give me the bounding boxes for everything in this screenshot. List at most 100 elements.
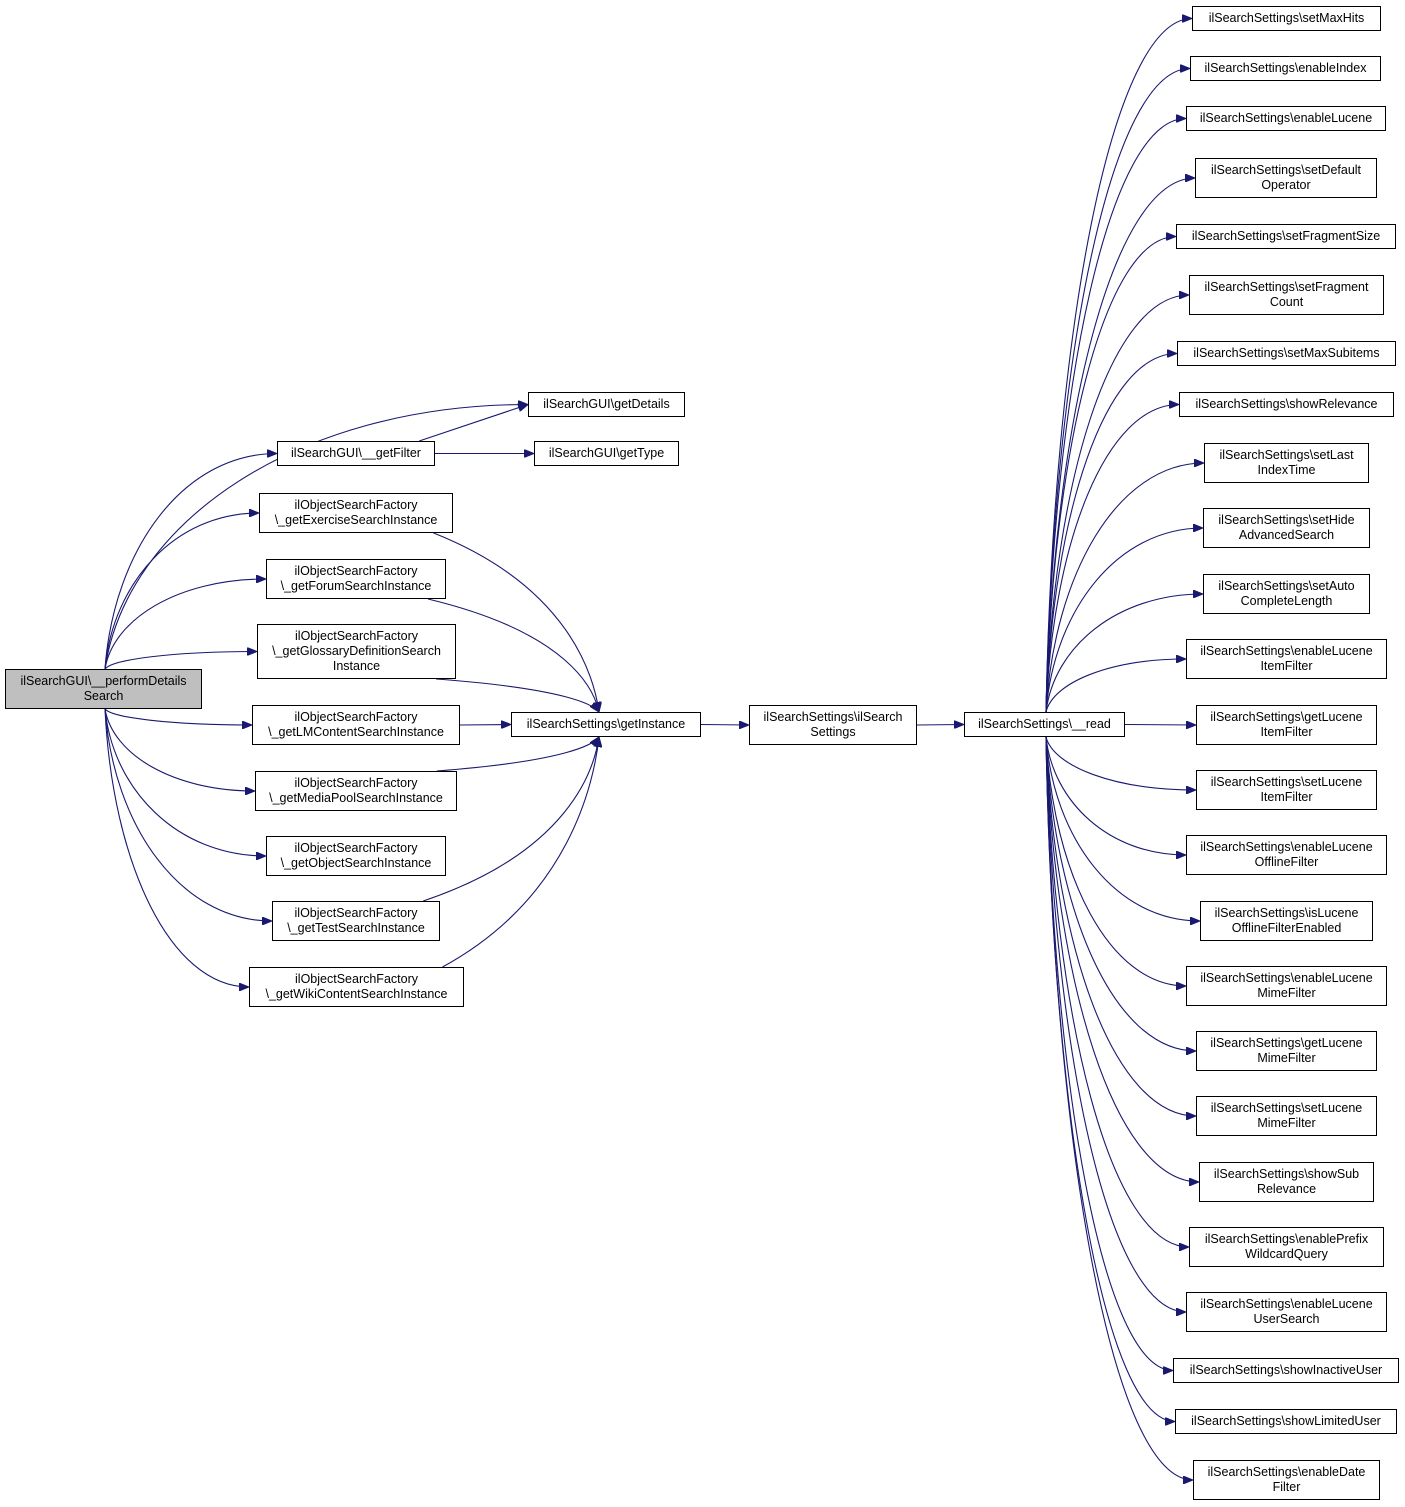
node-wiki[interactable]: ilObjectSearchFactory\_getWikiContentSea… — [249, 967, 464, 1007]
node-label-line: ItemFilter — [1260, 790, 1313, 804]
edge-read-to-setLuceneMimeFilter — [1045, 736, 1196, 1116]
node-glossary[interactable]: ilObjectSearchFactory\_getGlossaryDefini… — [257, 624, 456, 679]
node-label-line: ilSearchSettings\showRelevance — [1195, 397, 1378, 411]
node-mediapool[interactable]: ilObjectSearchFactory\_getMediaPoolSearc… — [255, 771, 457, 811]
node-forum[interactable]: ilObjectSearchFactory\_getForumSearchIns… — [266, 559, 446, 599]
node-read[interactable]: ilSearchSettings\__read — [964, 712, 1125, 737]
node-label-line: Instance — [332, 659, 381, 673]
edge-read-to-showRelevance — [1045, 405, 1179, 713]
node-label-line: ilSearchSettings\ilSearch — [763, 710, 903, 724]
edge-ctor-to-read — [916, 725, 964, 726]
node-label-line: ilSearchSettings\enableLucene — [1199, 111, 1373, 125]
node-get-details[interactable]: ilSearchGUI\getDetails — [528, 392, 685, 417]
node-object[interactable]: ilObjectSearchFactory\_getObjectSearchIn… — [266, 836, 446, 876]
node-test[interactable]: ilObjectSearchFactory\_getTestSearchInst… — [272, 901, 440, 941]
node-get-instance[interactable]: ilSearchSettings\getInstance — [511, 712, 701, 737]
node-label-line: ilSearchSettings\setFragmentSize — [1191, 229, 1381, 243]
edge-read-to-enableDateFilter — [1045, 736, 1193, 1480]
node-label-line: ilSearchSettings\setLucene — [1210, 1101, 1363, 1115]
edge-read-to-enableLucene — [1045, 119, 1186, 713]
node-label-line: ilSearchSettings\showSub — [1213, 1167, 1360, 1181]
node-label-line: ilSearchSettings\setDefault — [1210, 163, 1362, 177]
node-label-line: Search — [83, 689, 124, 703]
node-label-line: ItemFilter — [1260, 659, 1313, 673]
edge-test-to-getInstance — [423, 737, 599, 902]
node-label-line: MimeFilter — [1257, 1051, 1316, 1065]
node-label-line: ilObjectSearchFactory — [294, 564, 418, 578]
node-set-fragment-size[interactable]: ilSearchSettings\setFragmentSize — [1176, 224, 1396, 249]
node-label-line: Relevance — [1256, 1182, 1317, 1196]
node-label-line: ilSearchSettings\getInstance — [526, 717, 686, 731]
node-label-line: ilSearchSettings\showInactiveUser — [1189, 1363, 1383, 1377]
node-label-line: ilSearchSettings\setMaxHits — [1208, 11, 1365, 25]
node-set-max-subitems[interactable]: ilSearchSettings\setMaxSubitems — [1177, 341, 1396, 366]
node-label-line: OfflineFilterEnabled — [1231, 921, 1342, 935]
edge-read-to-isLuceneOfflineFilterEnabled — [1045, 736, 1200, 921]
edge-performDetailsSearch-to-object — [104, 708, 266, 856]
edge-read-to-showSubRelevance — [1045, 736, 1199, 1182]
edge-read-to-getLuceneMimeFilter — [1045, 736, 1196, 1051]
node-label-line: \_getTestSearchInstance — [287, 921, 425, 935]
node-label-line: Settings — [810, 725, 856, 739]
node-label-line: ilObjectSearchFactory — [295, 629, 418, 643]
node-get-type[interactable]: ilSearchGUI\getType — [534, 441, 679, 466]
edge-read-to-enableLuceneItemFilter — [1045, 659, 1186, 713]
node-enable-lucene[interactable]: ilSearchSettings\enableLucene — [1186, 106, 1386, 131]
node-exercise[interactable]: ilObjectSearchFactory\_getExerciseSearch… — [259, 493, 453, 533]
node-show-limited-user[interactable]: ilSearchSettings\showLimitedUser — [1175, 1409, 1397, 1434]
node-label-line: ilSearchSettings\setLucene — [1210, 775, 1363, 789]
node-label-line: IndexTime — [1257, 463, 1316, 477]
node-label-line: ilSearchSettings\getLucene — [1210, 1036, 1363, 1050]
edge-read-to-setFragmentSize — [1045, 237, 1176, 713]
node-label-line: ilObjectSearchFactory — [294, 498, 418, 512]
node-label-line: WildcardQuery — [1245, 1247, 1328, 1261]
node-show-relevance[interactable]: ilSearchSettings\showRelevance — [1179, 392, 1394, 417]
edge-read-to-setMaxSubitems — [1045, 354, 1177, 713]
node-label-line: OfflineFilter — [1254, 855, 1319, 869]
node-label-line: ilSearchGUI\getType — [548, 446, 665, 460]
edge-read-to-enableLuceneMimeFilter — [1045, 736, 1186, 986]
node-label-line: Filter — [1272, 1480, 1301, 1494]
node-label-line: \_getForumSearchInstance — [280, 579, 432, 593]
node-label-line: ilSearchSettings\enableLucene — [1200, 971, 1373, 985]
node-label-line: ilObjectSearchFactory — [294, 841, 418, 855]
edge-performDetailsSearch-to-mediapool — [104, 708, 255, 791]
edge-read-to-enablePrefixWildcardQuery — [1045, 736, 1189, 1247]
node-label-line: \_getMediaPoolSearchInstance — [269, 791, 443, 805]
node-set-max-hits[interactable]: ilSearchSettings\setMaxHits — [1192, 6, 1381, 31]
node-label-line: ilObjectSearchFactory — [294, 710, 418, 724]
node-get-filter[interactable]: ilSearchGUI\__getFilter — [277, 441, 435, 466]
edge-read-to-showInactiveUser — [1045, 736, 1173, 1371]
node-lmcontent[interactable]: ilObjectSearchFactory\_getLMContentSearc… — [252, 705, 460, 745]
edge-getInstance-to-ctor — [700, 725, 749, 726]
edge-read-to-setAutoCompleteLength — [1045, 594, 1203, 713]
node-enable-index[interactable]: ilSearchSettings\enableIndex — [1190, 56, 1381, 81]
edge-glossary-to-getInstance — [436, 678, 599, 712]
edge-exercise-to-getInstance — [433, 532, 599, 712]
node-label-line: ilSearchSettings\enablePrefix — [1204, 1232, 1369, 1246]
node-label-line: ilSearchSettings\setFragment — [1204, 280, 1369, 294]
node-label-line: Operator — [1261, 178, 1311, 192]
node-show-inactive-user[interactable]: ilSearchSettings\showInactiveUser — [1173, 1358, 1399, 1383]
